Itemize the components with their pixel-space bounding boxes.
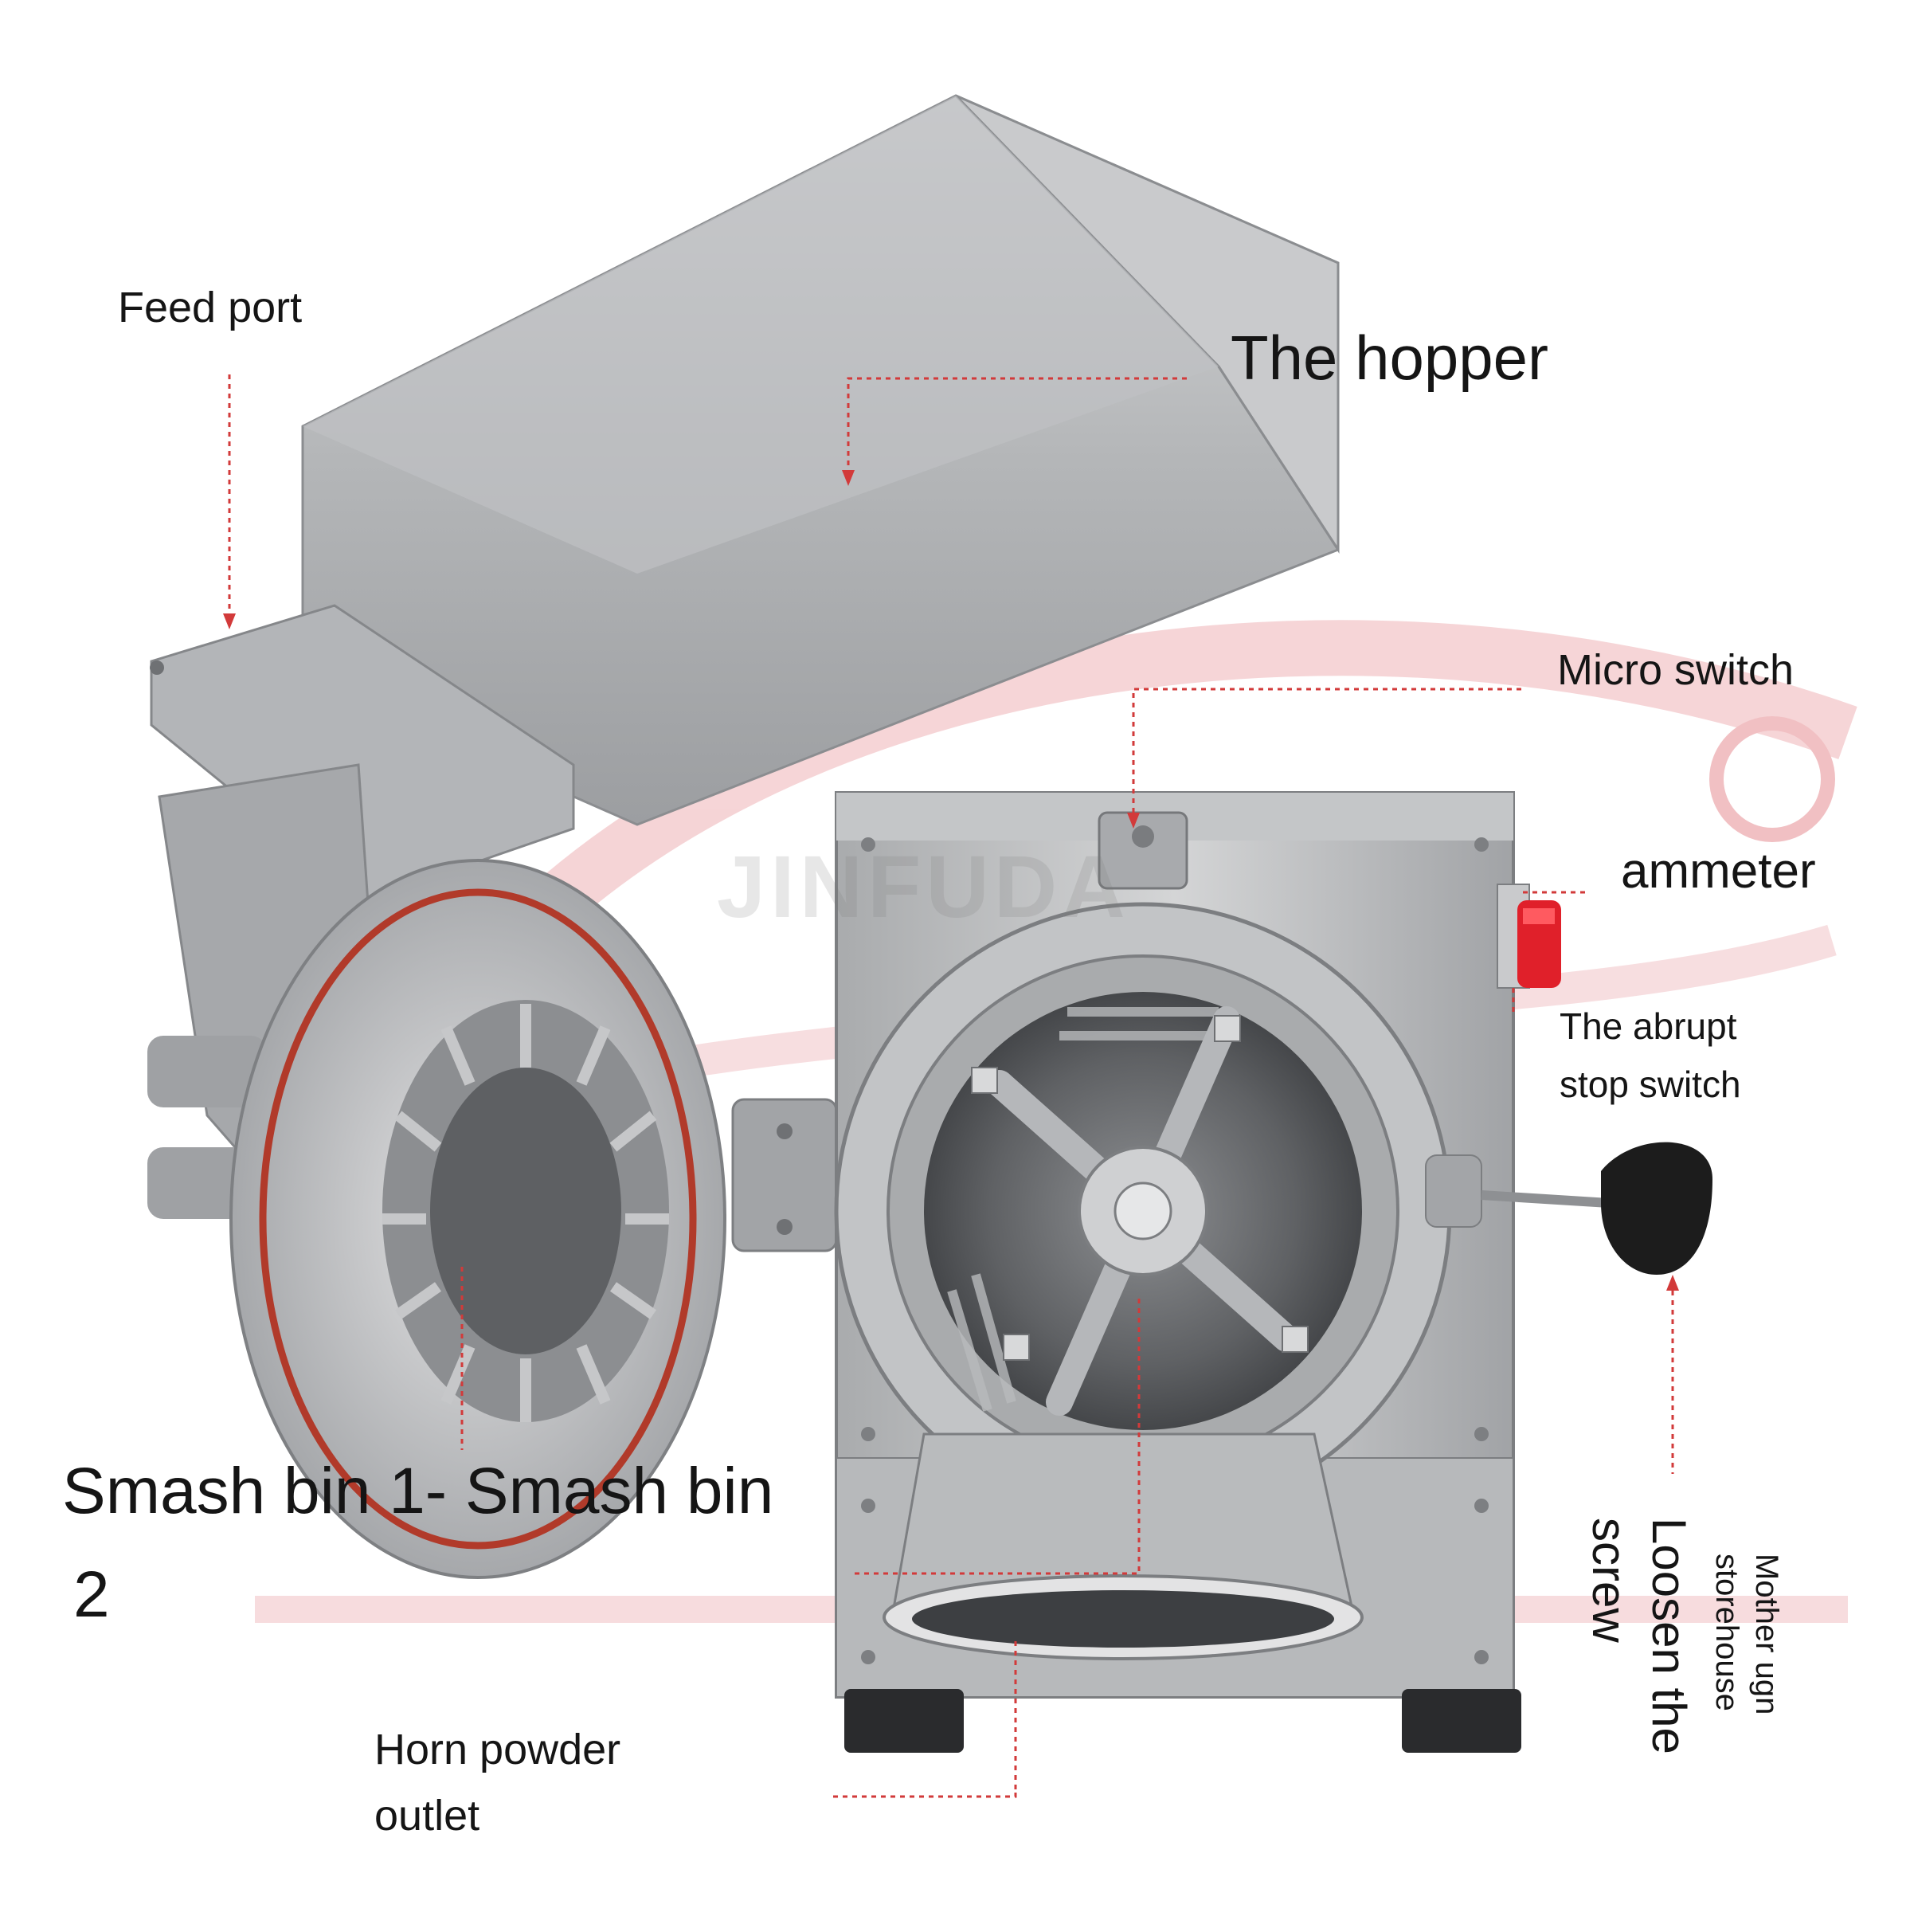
smash-bin-1-door — [147, 859, 726, 1579]
label-abrupt-stop-line1: The abrupt — [1560, 1005, 1737, 1047]
grinding-chamber — [834, 902, 1452, 1520]
label-smash-bin-line1: Smash bin 1- Smash bin — [62, 1455, 774, 1527]
label-smash-bin-line2: 2 — [73, 1558, 110, 1631]
label-horn-outlet-line2: outlet — [374, 1792, 480, 1840]
hopper — [301, 94, 1340, 826]
loosen-screw-knob — [1425, 1142, 1712, 1275]
leader-arrowheads — [223, 470, 1679, 1291]
label-feed-port: Feed port — [118, 284, 303, 331]
label-mother-storehouse-line1: Mother ugn — [1749, 1554, 1784, 1715]
label-abrupt-stop-line2: stop switch — [1560, 1064, 1741, 1105]
label-loosen-screw-line1: Loosen the — [1642, 1518, 1696, 1754]
horn-powder-outlet — [883, 1432, 1364, 1660]
ammeter-switch — [1497, 884, 1561, 989]
label-mother-storehouse-line2: storehouse — [1709, 1554, 1744, 1711]
label-ammeter: ammeter — [1621, 844, 1816, 899]
watermark-brand: JINFUDA — [717, 838, 1130, 936]
hinge — [731, 1098, 838, 1252]
label-micro-switch: Micro switch — [1557, 646, 1795, 694]
label-horn-outlet-line1: Horn powder — [374, 1726, 621, 1773]
label-hopper: The hopper — [1231, 323, 1548, 393]
leader-lines — [228, 374, 1674, 1798]
label-loosen-screw-line2: screw — [1583, 1518, 1636, 1643]
micro-switch — [1098, 811, 1188, 890]
registered-mark — [1709, 716, 1835, 842]
